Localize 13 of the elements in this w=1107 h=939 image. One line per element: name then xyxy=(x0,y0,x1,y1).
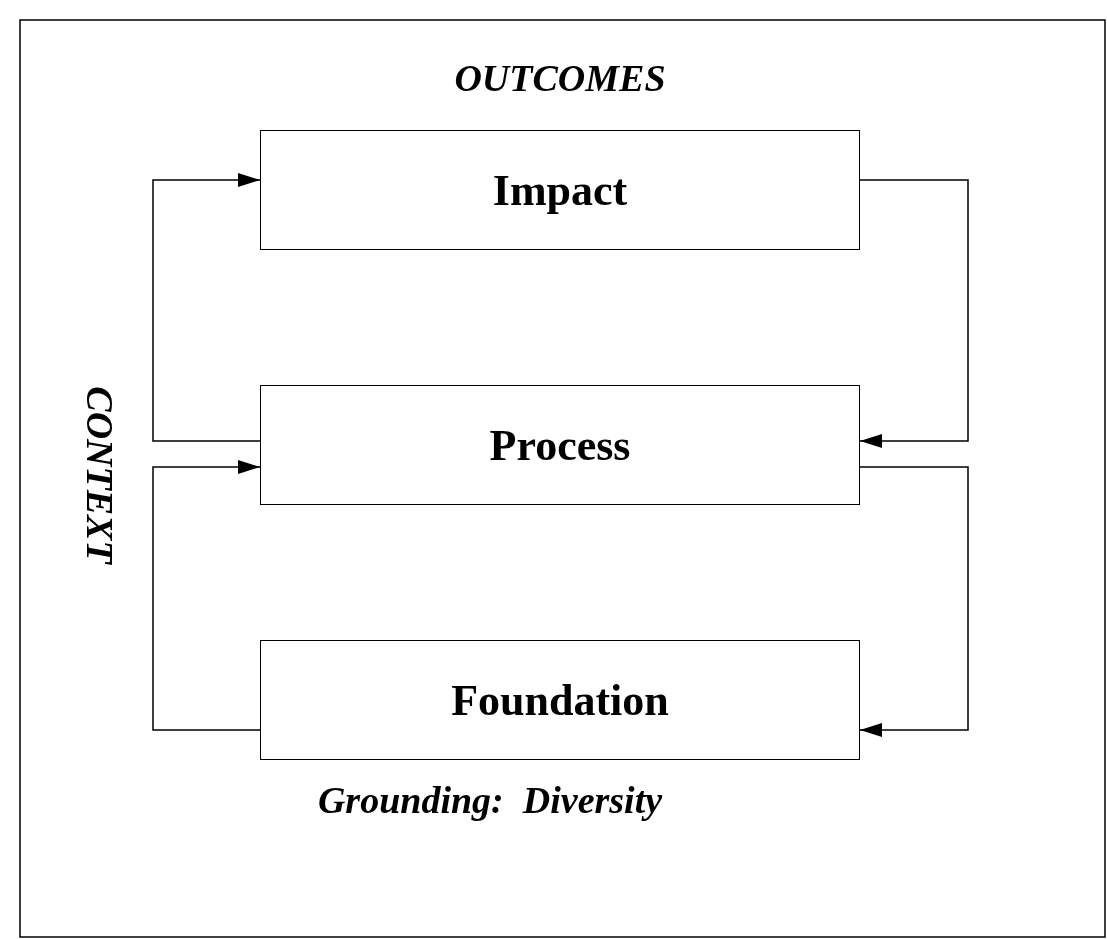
box-label: Impact xyxy=(492,164,628,216)
heading-label: OUTCOMES xyxy=(454,56,666,100)
heading-label: Grounding: Diversity xyxy=(317,778,663,822)
process-box xyxy=(260,130,860,250)
arrow xyxy=(152,460,261,731)
side-label: CONTEXT xyxy=(78,386,122,564)
arrow xyxy=(152,173,261,442)
box-label: Process xyxy=(489,419,631,471)
arrow xyxy=(859,466,969,737)
arrow xyxy=(859,179,969,448)
box-label: Foundation xyxy=(451,674,669,726)
process-box xyxy=(260,640,860,760)
process-box xyxy=(260,385,860,505)
